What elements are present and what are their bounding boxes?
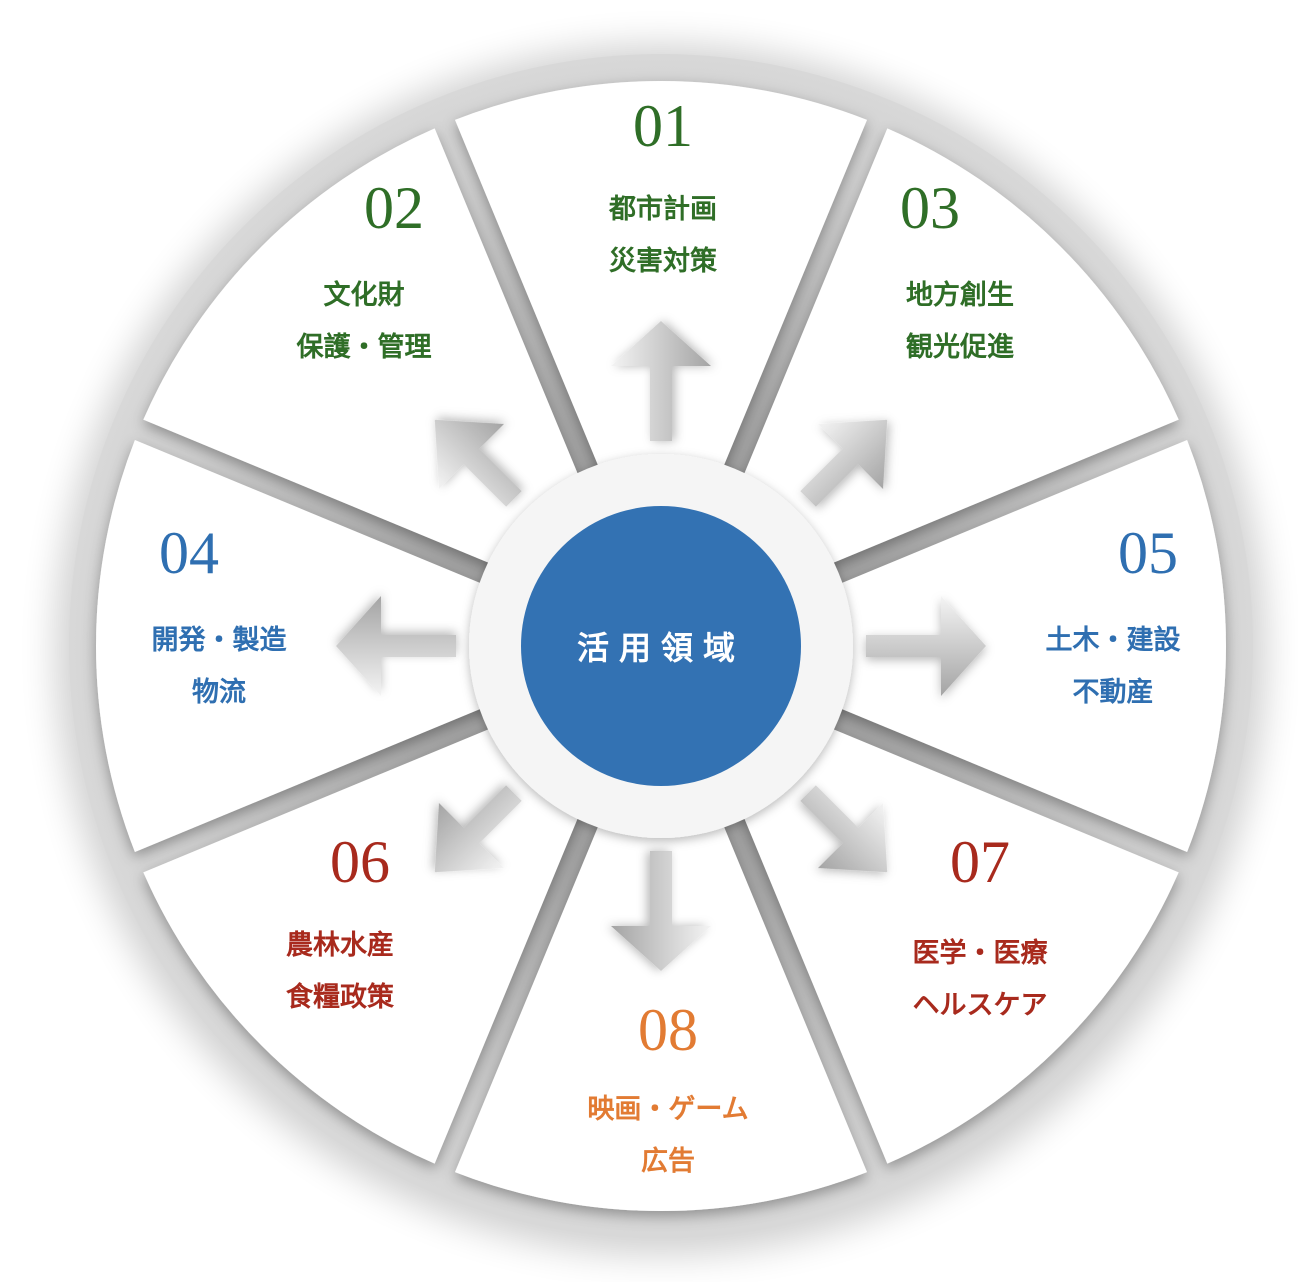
arrow-left-icon — [336, 596, 456, 696]
segment-08-wedge — [454, 818, 868, 1211]
arrow-up-left-icon-shape — [434, 419, 522, 507]
arrow-up-left-icon — [434, 419, 522, 507]
arrow-down-icon — [611, 851, 711, 971]
arrow-up-right-icon — [800, 419, 888, 507]
arrow-left-icon-shape — [336, 596, 456, 696]
segment-05-wedge — [833, 439, 1226, 853]
arrow-up-right-icon-shape — [800, 419, 888, 507]
arrow-down-left-icon-shape — [434, 785, 522, 873]
arrow-right-icon-shape — [866, 596, 986, 696]
center-circle — [521, 506, 801, 786]
arrows-layer — [336, 321, 986, 971]
arrow-down-right-icon-shape — [800, 785, 888, 873]
arrow-up-icon — [611, 321, 711, 441]
arrow-down-left-icon — [434, 785, 522, 873]
arrow-up-icon-shape — [611, 321, 711, 441]
segment-04-wedge — [95, 439, 489, 853]
arrow-down-icon-shape — [611, 851, 711, 971]
arrow-down-right-icon — [800, 785, 888, 873]
arrow-right-icon — [866, 596, 986, 696]
segment-01-wedge — [454, 80, 868, 474]
